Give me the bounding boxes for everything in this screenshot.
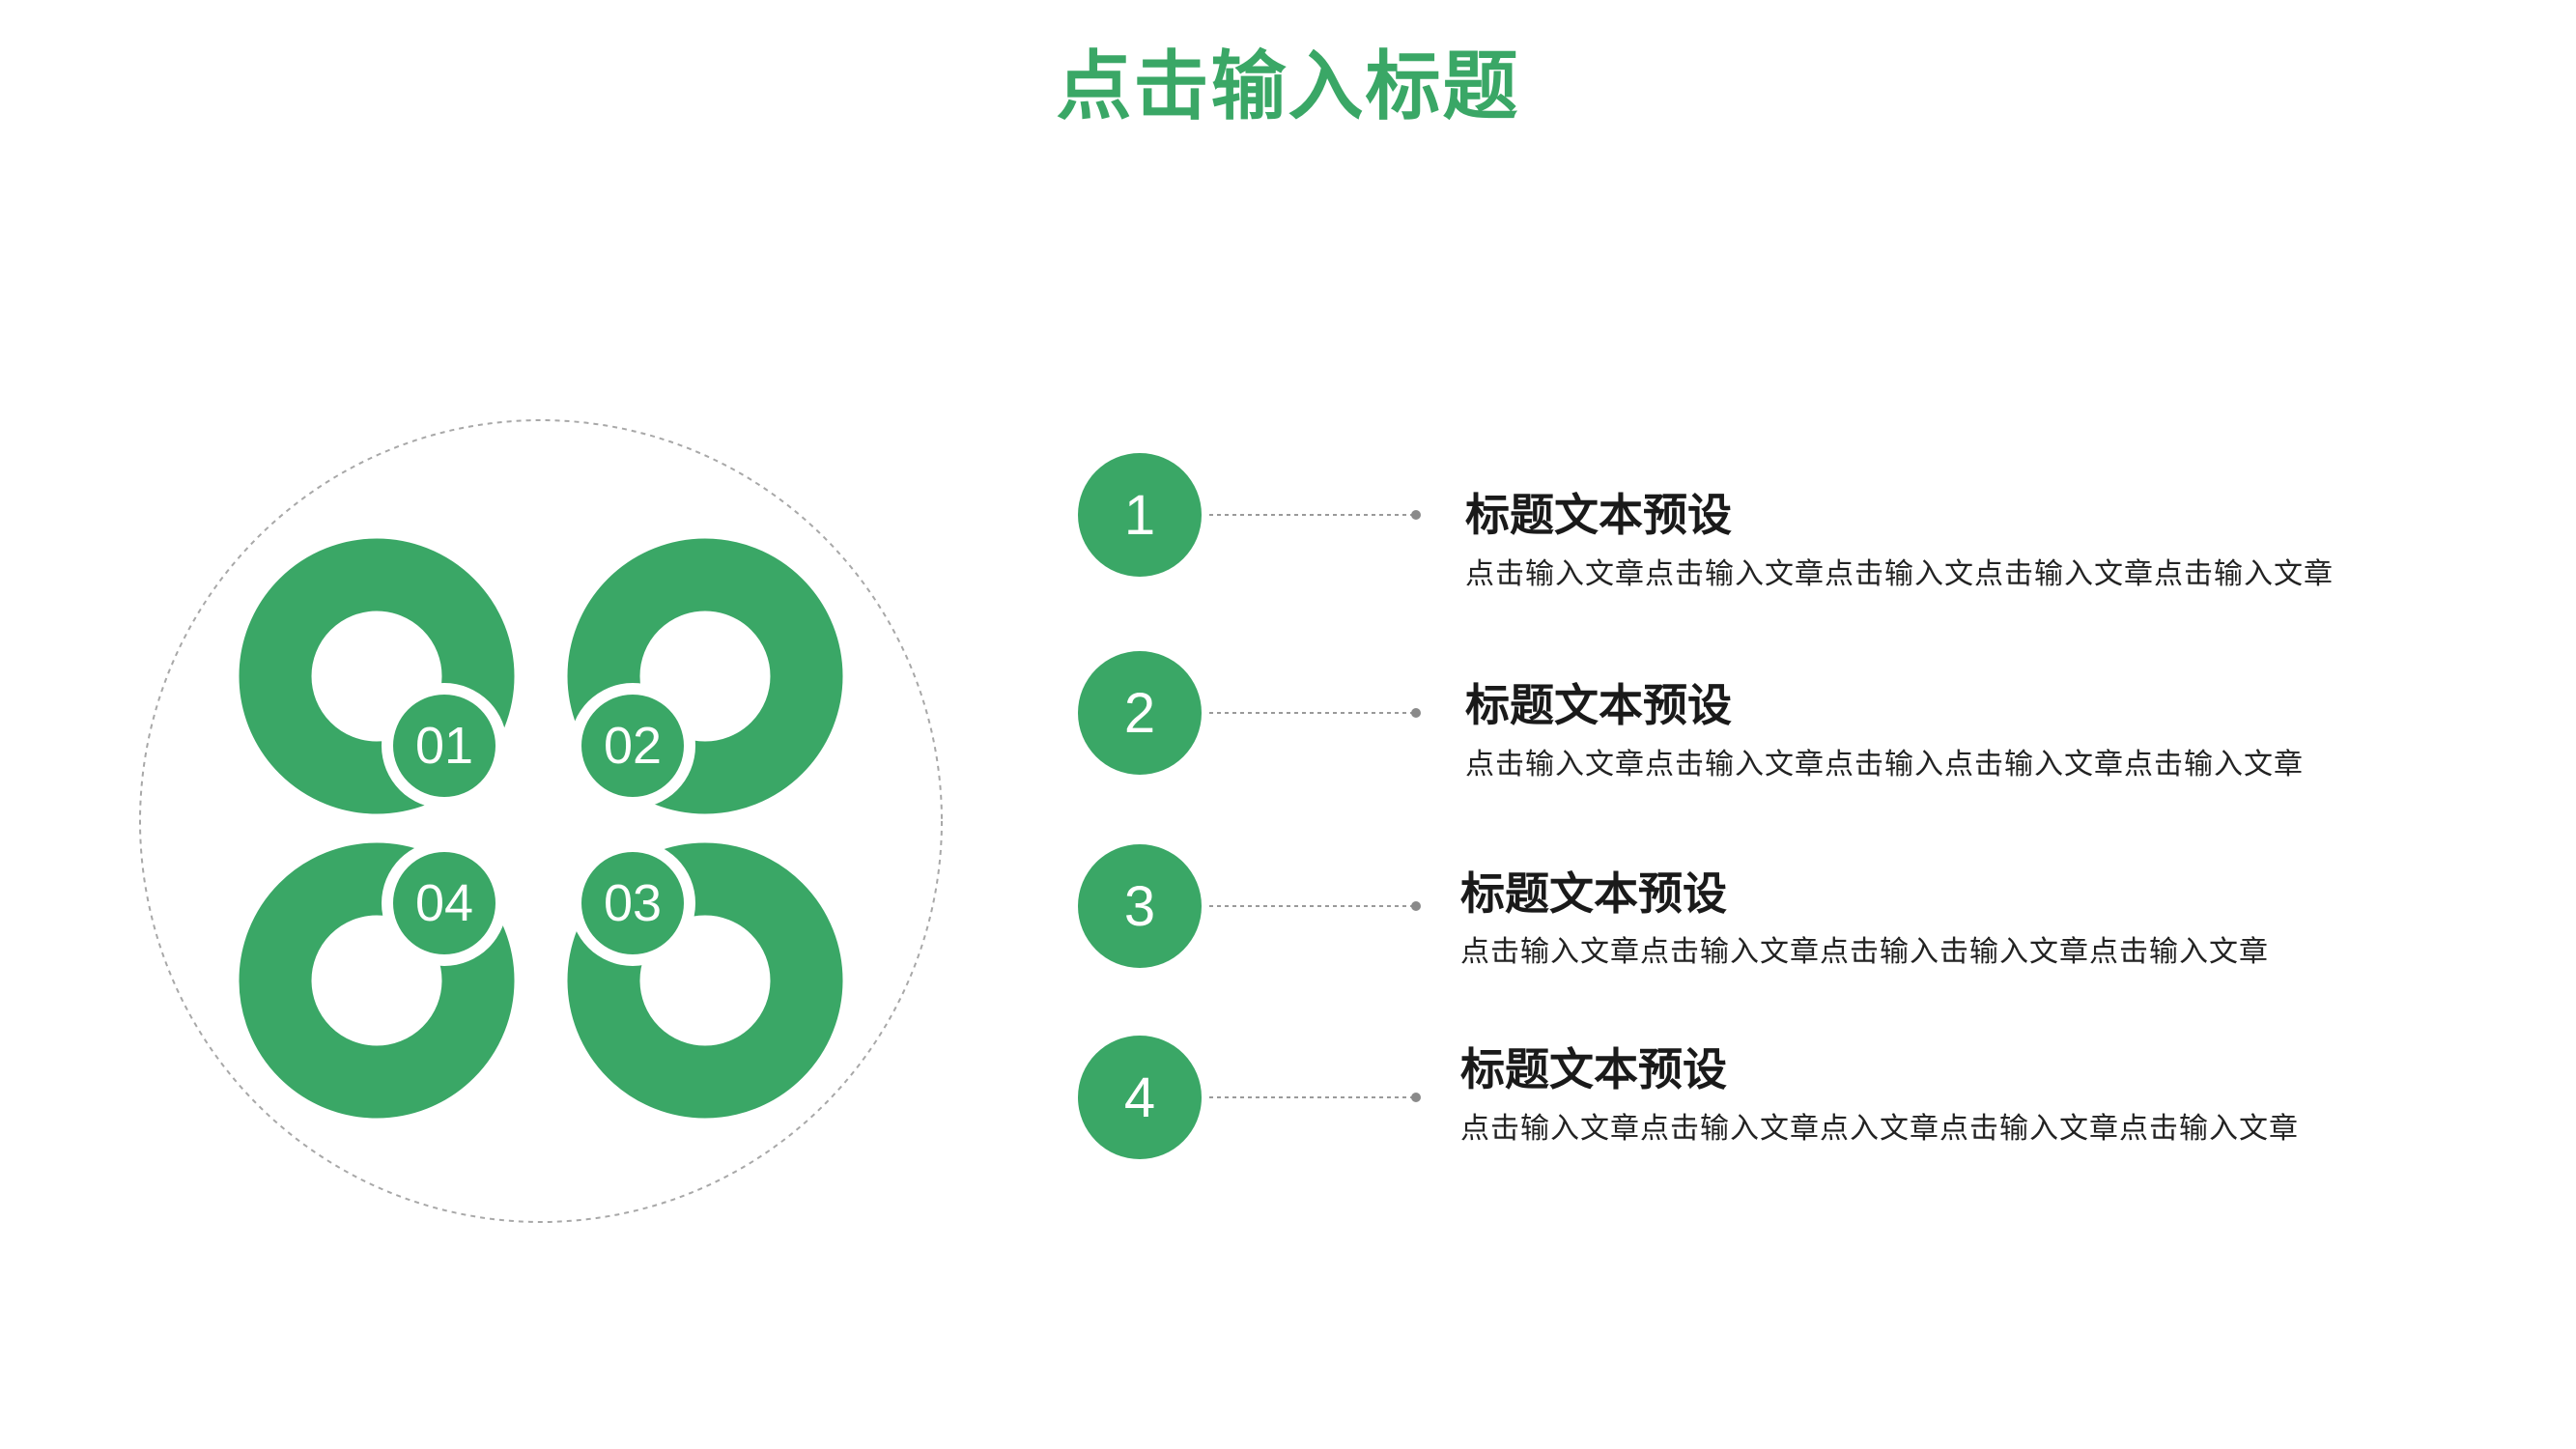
- step-heading-4: 标题文本预设: [1460, 1043, 1727, 1095]
- petal-ring-01: [239, 538, 515, 814]
- petal-label-04: 04: [415, 874, 473, 932]
- page-title: 点击输入标题: [1056, 43, 1520, 130]
- step-text-4: 点击输入文章点击输入文章点入文章点击输入文章点击输入文章: [1460, 1112, 2299, 1146]
- step-number-2: 2: [1124, 682, 1155, 745]
- step-circle-1: [1078, 453, 1202, 577]
- step-marker-3: 3: [1078, 844, 1421, 968]
- petal-label-01: 01: [415, 717, 473, 775]
- step-dot-2: [1411, 708, 1421, 718]
- step-dot-4: [1411, 1093, 1421, 1102]
- petal-ring-02: [567, 538, 843, 814]
- step-text-3: 点击输入文章点击输入文章点击输入击输入文章点击输入文章: [1460, 935, 2269, 969]
- step-circle-3: [1078, 844, 1202, 968]
- step-heading-2: 标题文本预设: [1465, 679, 1732, 731]
- petal-ring-04: [239, 842, 515, 1119]
- petal-badge-03: [581, 852, 684, 954]
- petal-badge-01: [393, 695, 495, 797]
- step-dot-3: [1411, 901, 1421, 911]
- petal-badge-04: [393, 852, 495, 954]
- four-petal-diagram: 01 02 03 04: [139, 419, 943, 1223]
- step-text-2: 点击输入文章点击输入文章点击输入点击输入文章点击输入文章: [1465, 748, 2304, 781]
- step-number-1: 1: [1124, 484, 1155, 547]
- step-marker-2: 2: [1078, 651, 1421, 775]
- petal-badge-02: [581, 695, 684, 797]
- step-dot-1: [1411, 510, 1421, 520]
- outer-dashed-circle: [139, 419, 943, 1223]
- step-heading-1: 标题文本预设: [1465, 489, 1732, 541]
- step-marker-1: 1: [1078, 453, 1421, 577]
- petal-label-03: 03: [604, 874, 662, 932]
- petal-label-02: 02: [604, 717, 662, 775]
- step-circle-2: [1078, 651, 1202, 775]
- step-number-3: 3: [1124, 875, 1155, 938]
- step-circle-4: [1078, 1036, 1202, 1159]
- step-heading-3: 标题文本预设: [1460, 867, 1727, 920]
- step-markers: 1 2 3 4: [1078, 453, 1421, 1159]
- petal-ring-03: [567, 842, 843, 1119]
- step-number-4: 4: [1124, 1066, 1155, 1129]
- step-marker-4: 4: [1078, 1036, 1421, 1159]
- step-text-1: 点击输入文章点击输入文章点击输入文点击输入文章点击输入文章: [1465, 557, 2334, 591]
